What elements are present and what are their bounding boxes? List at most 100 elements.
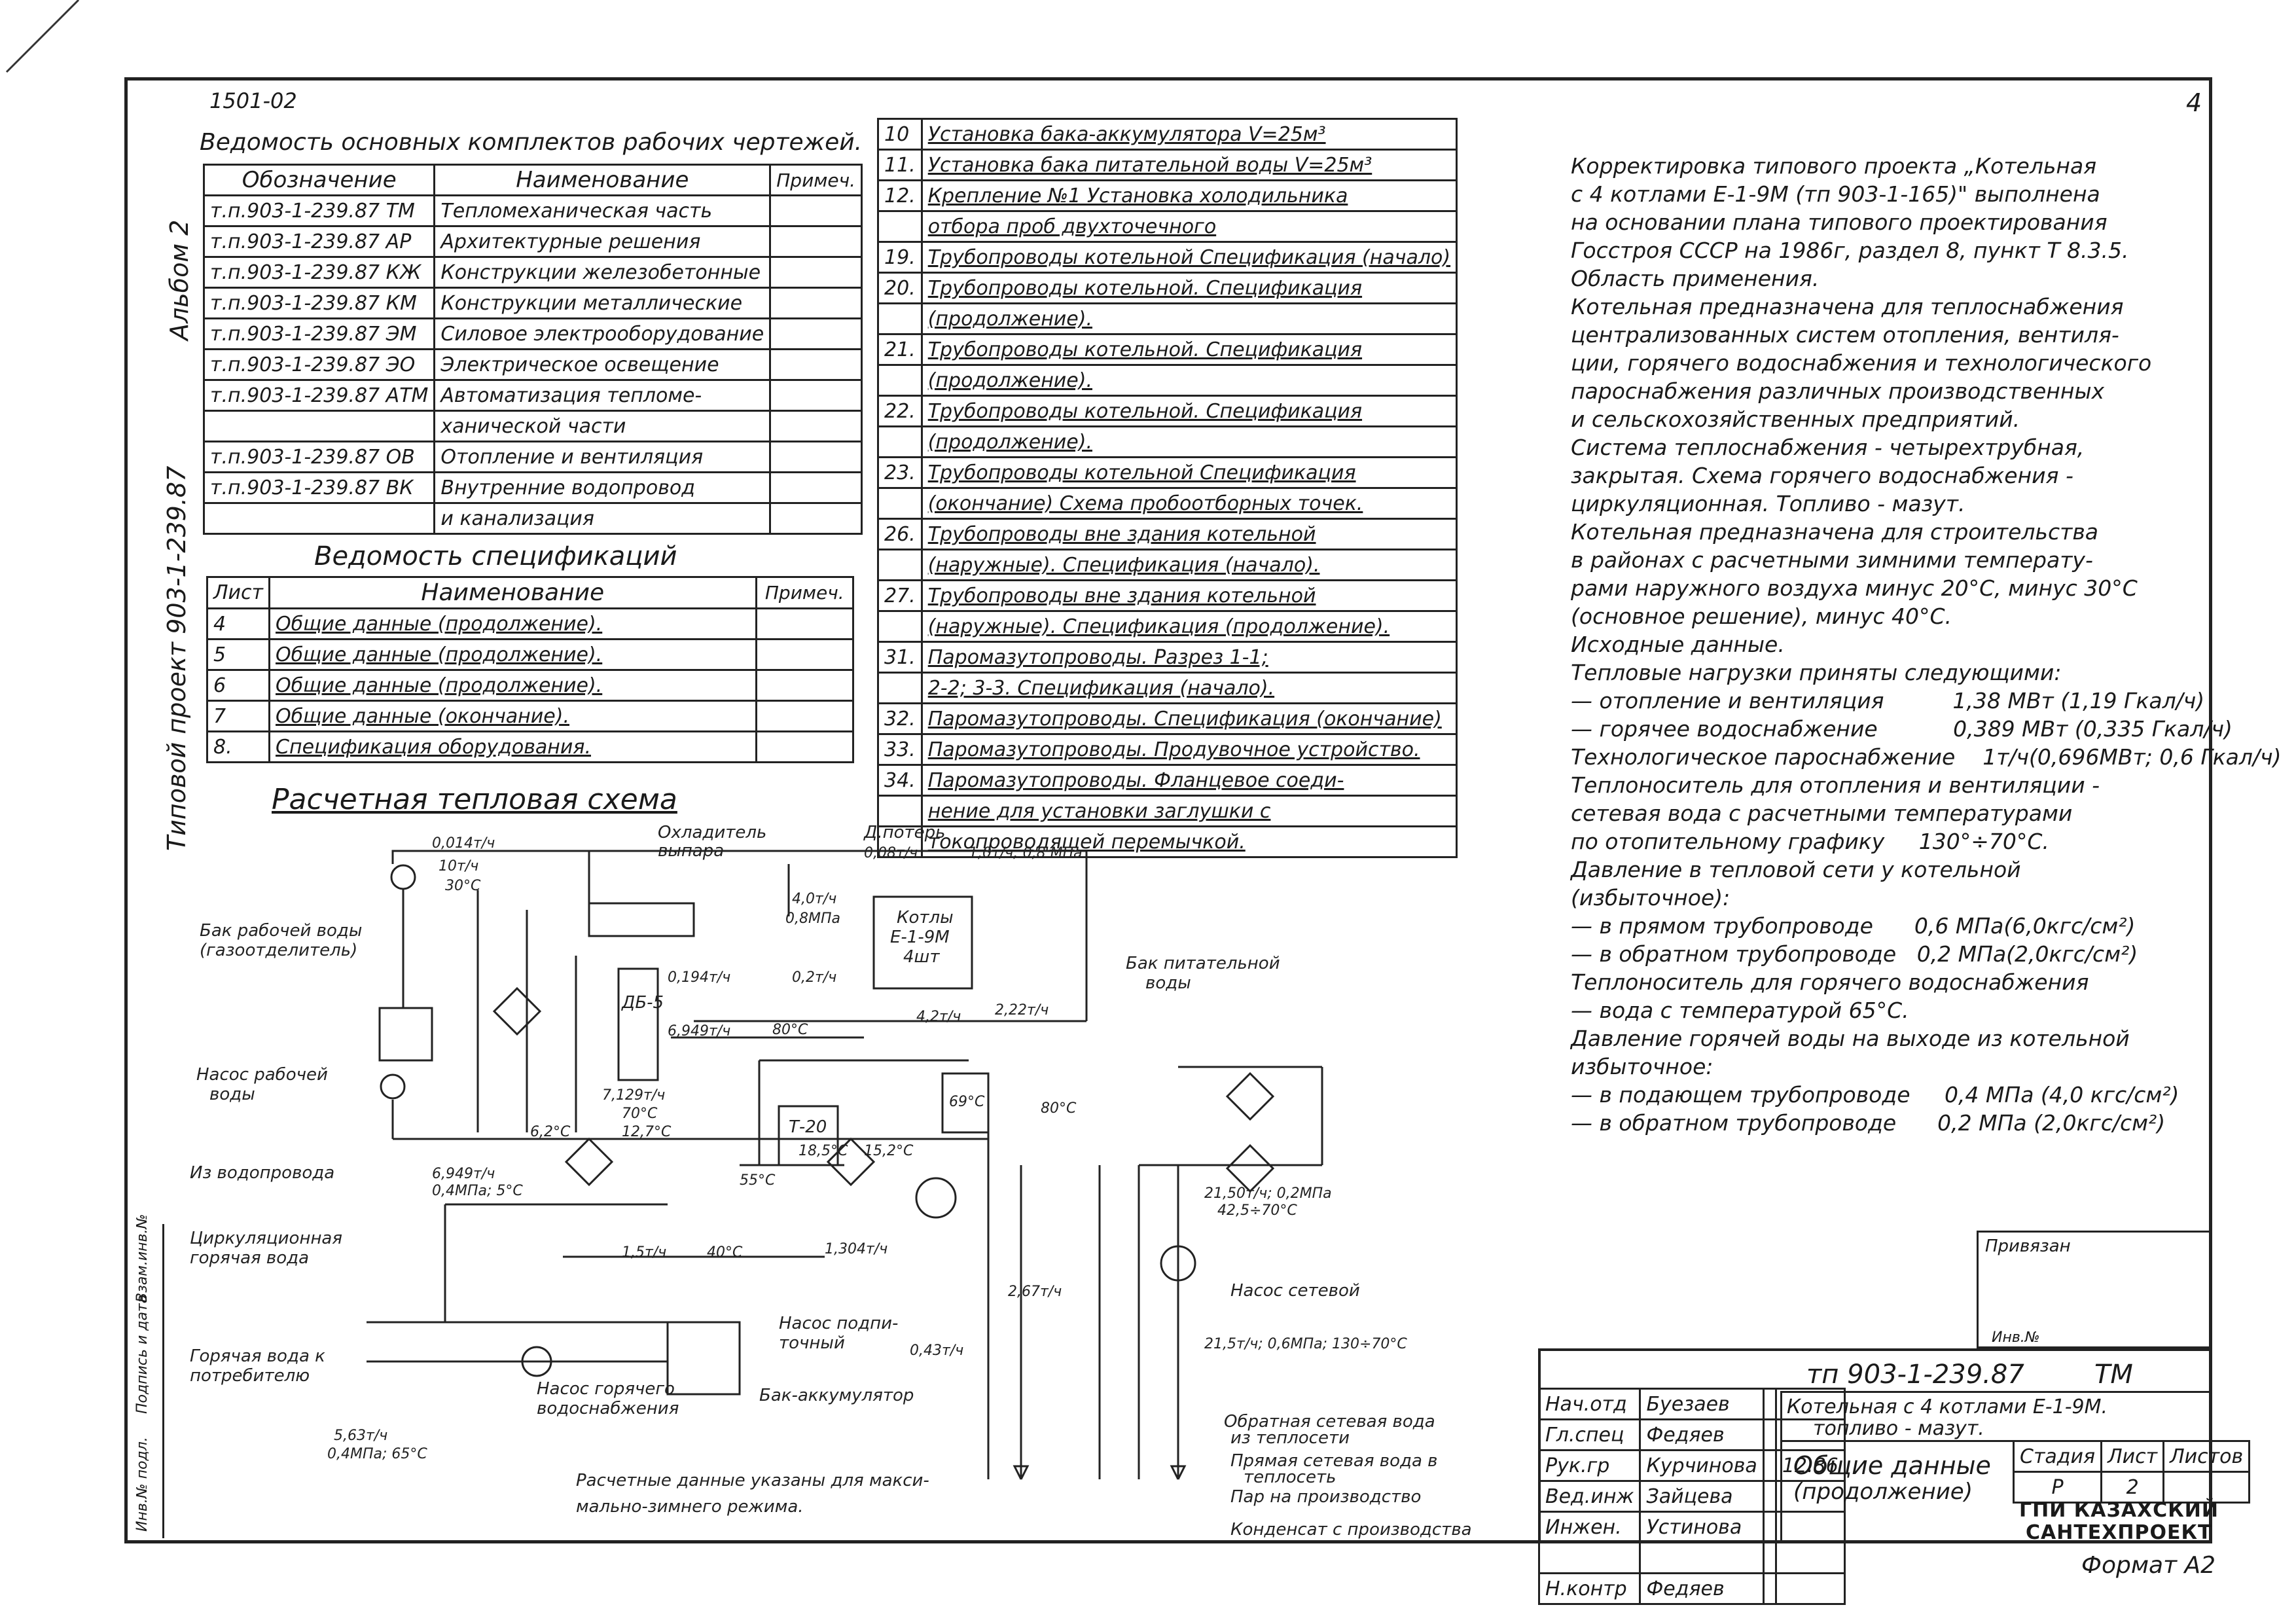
- table-row: [1537, 1541, 1846, 1574]
- table-cell: Установка бака питательной воды V=25м³: [920, 149, 1458, 181]
- table-cell: Электрическое освещение: [433, 348, 772, 381]
- table-cell: [877, 425, 923, 458]
- table-cell: [769, 471, 863, 504]
- note-line: Теплоноситель для отопления и вентиляции…: [1571, 772, 2100, 798]
- table-cell: Вед.инж: [1537, 1480, 1641, 1513]
- label-pr-set: Прямая сетевая вода в: [1230, 1451, 1437, 1471]
- table-row: (окончание) Схема пробоотборных точек.: [877, 487, 1458, 520]
- table-cell: т.п.903-1-239.87 КЖ: [202, 256, 436, 289]
- table-cell: Рук.гр: [1537, 1449, 1641, 1482]
- value-label: 21,5т/ч; 0,6МПа; 130÷70°С: [1204, 1336, 1407, 1352]
- table-row: (наружные). Спецификация (продолжение).: [877, 610, 1458, 643]
- table-cell: [1774, 1480, 1846, 1513]
- table-cell: [1762, 1541, 1777, 1574]
- table-cell: Зайцева: [1639, 1480, 1765, 1513]
- note-line: Область применения.: [1571, 266, 1820, 291]
- label-kond: Конденсат с производства: [1230, 1520, 1472, 1540]
- note-line: Тепловые нагрузки приняты следующими:: [1571, 660, 2062, 685]
- table-cell: 34.: [877, 764, 923, 797]
- table-cell: Установка бака-аккумулятора V=25м³: [920, 118, 1458, 151]
- table-cell: Спецификация оборудования.: [268, 730, 757, 763]
- table-row: 26.Трубопроводы вне здания котельной: [877, 518, 1458, 550]
- table-header-row: Стадия Лист Листов: [2012, 1440, 2251, 1473]
- label-t20: Т-20: [789, 1117, 827, 1137]
- table-row: 21.Трубопроводы котельной. Спецификация: [877, 333, 1458, 366]
- corner-mark: [5, 0, 80, 73]
- table-cell: 12.86: [1774, 1449, 1846, 1482]
- table-cell: (продолжение).: [920, 302, 1458, 335]
- label-nasos-rab2: воды: [209, 1085, 255, 1104]
- table-cell: [877, 825, 923, 858]
- note-line: циркуляционная. Топливо - мазут.: [1571, 491, 1965, 516]
- value-label: 6,949т/ч: [432, 1166, 495, 1182]
- note-line: в районах с расчетными зимними температу…: [1571, 547, 2093, 573]
- note-line: — горячее водоснабжение 0,389 МВт (0,335…: [1571, 716, 2233, 742]
- value-label: 0,08т/ч: [864, 845, 918, 861]
- sheet-title2: (продолжение): [1793, 1479, 1973, 1505]
- label-d-poter: Д.потерь: [863, 825, 945, 842]
- table-cell: [877, 210, 923, 243]
- label-cirk2: горячая вода: [190, 1248, 309, 1268]
- table-cell: [769, 502, 863, 535]
- label-db: ДБ-5: [621, 993, 664, 1013]
- table-cell: [877, 364, 923, 397]
- table-cell: Общие данные (продолжение).: [268, 638, 757, 671]
- table-cell: 12.: [877, 179, 923, 212]
- table-cell: [877, 549, 923, 581]
- table-cell: Устинова: [1639, 1511, 1765, 1543]
- note-line: — вода с температурой 65°С.: [1571, 998, 1909, 1023]
- table-cell: [202, 410, 436, 442]
- page-number: 4: [2186, 88, 2202, 117]
- note-line: Исходные данные.: [1571, 632, 1785, 657]
- table-cell: Отопление и вентиляция: [433, 441, 772, 473]
- table-cell: т.п.903-1-239.87 АТМ: [202, 379, 436, 412]
- table-row: 22.Трубопроводы котельной. Спецификация: [877, 395, 1458, 427]
- side-stamp-label: Взам.инв.№: [134, 1214, 151, 1303]
- table-cell: токопроводящей перемычкой.: [920, 825, 1458, 858]
- notes-block: Корректировка типового проекта „Котельна…: [1571, 152, 2281, 1137]
- table-row: Инжен.Устинова: [1537, 1511, 1846, 1543]
- label-bak-pit: Бак питательной: [1126, 954, 1280, 973]
- value-label: 4,0т/ч: [792, 891, 836, 907]
- table-cell: Конструкции металлические: [433, 287, 772, 319]
- title-mark: ТМ: [2094, 1360, 2133, 1390]
- table-cell: 11.: [877, 149, 923, 181]
- table-cell: [1762, 1388, 1777, 1420]
- table-cell: [755, 700, 855, 732]
- value-label: 70°С: [622, 1106, 658, 1122]
- table-row: нение для установки заглушки с: [877, 795, 1458, 827]
- note-line: централизованных систем отопления, венти…: [1571, 322, 2119, 348]
- label-obr-set: Обратная сетевая вода: [1224, 1412, 1435, 1432]
- table-cell: [877, 672, 923, 704]
- table-cell: т.п.903-1-239.87 КМ: [202, 287, 436, 319]
- table-cell: и канализация: [433, 502, 772, 535]
- table-cell: [769, 441, 863, 473]
- table-cell: Автоматизация тепломе-: [433, 379, 772, 412]
- label-gor-voda: Горячая вода к: [190, 1346, 325, 1366]
- note-line: и сельскохозяйственных предприятий.: [1571, 406, 2020, 432]
- table-cell: Курчинова: [1639, 1449, 1765, 1482]
- table-cell: 21.: [877, 333, 923, 366]
- table-row: 19.Трубопроводы котельной Спецификация (…: [877, 241, 1458, 274]
- note-line: закрытая. Схема горячего водоснабжения -: [1571, 463, 2073, 488]
- sheet-title1: Общие данные: [1793, 1451, 1991, 1480]
- table-cell: [1762, 1418, 1777, 1451]
- value-label: 42,5÷70°С: [1217, 1202, 1297, 1219]
- value-label: 7,129т/ч: [602, 1087, 665, 1104]
- table-cell: [769, 194, 863, 227]
- table-cell: Силовое электрооборудование: [433, 317, 772, 350]
- scheme-footnote-1: Расчетные данные указаны для макси-: [576, 1471, 929, 1490]
- note-line: (избыточное):: [1571, 885, 1731, 910]
- table-cell: Трубопроводы котельной Спецификация (нач…: [920, 241, 1458, 274]
- label-nasos-podp2: точный: [779, 1333, 845, 1353]
- value-label: 12,7°С: [622, 1124, 672, 1140]
- table-cell: т.п.903-1-239.87 ЭО: [202, 348, 436, 381]
- label-obr-set2: из теплосети: [1230, 1428, 1350, 1448]
- value-label: 80°С: [772, 1022, 808, 1038]
- table-cell: Трубопроводы котельной. Спецификация: [920, 333, 1458, 366]
- table-cell: 7: [206, 700, 271, 732]
